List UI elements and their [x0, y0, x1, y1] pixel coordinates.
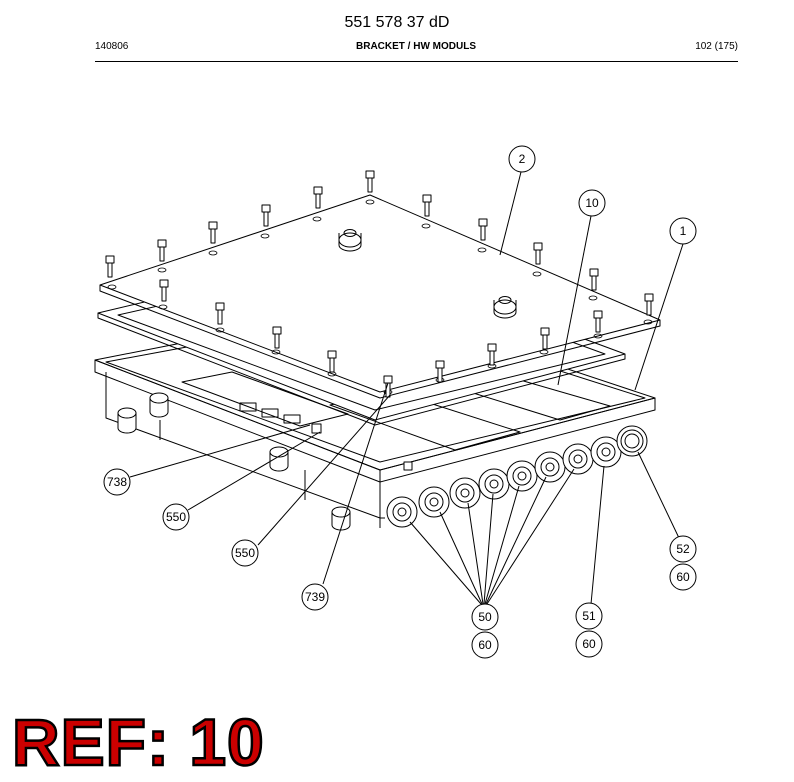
- svg-text:550: 550: [235, 546, 255, 560]
- page-number: 102 (175): [695, 41, 738, 52]
- callout-550-a: 550: [162, 503, 190, 531]
- svg-text:60: 60: [478, 638, 492, 652]
- svg-text:739: 739: [305, 590, 325, 604]
- svg-text:738: 738: [107, 475, 127, 489]
- svg-text:2: 2: [519, 152, 526, 166]
- callout-1: 1: [669, 217, 697, 245]
- callout-50: 50: [471, 603, 499, 631]
- screws: [105, 170, 654, 398]
- svg-text:51: 51: [582, 609, 596, 623]
- callout-10: 10: [578, 189, 606, 217]
- callout-52: 52: [669, 535, 697, 563]
- cable-glands: [386, 425, 648, 528]
- callout-51: 51: [575, 602, 603, 630]
- callout-2: 2: [508, 145, 536, 173]
- callout-60-b: 60: [471, 631, 499, 659]
- callout-60-c: 60: [575, 630, 603, 658]
- leader-lines: [129, 171, 684, 605]
- svg-text:1: 1: [680, 224, 687, 238]
- callout-60-a: 60: [669, 563, 697, 591]
- spacers: [117, 392, 413, 531]
- page-title: BRACKET / HW MODULS: [356, 41, 476, 52]
- date-code: 140806: [95, 41, 129, 52]
- cover-plate: [99, 194, 661, 399]
- svg-text:50: 50: [478, 610, 492, 624]
- header-rule: [95, 61, 738, 62]
- callout-550-b: 550: [231, 539, 259, 567]
- ref-label: REF: 10: [11, 704, 265, 781]
- document-number: 551 578 37 dD: [344, 14, 450, 31]
- svg-text:52: 52: [676, 542, 690, 556]
- svg-text:60: 60: [676, 570, 690, 584]
- svg-text:60: 60: [582, 637, 596, 651]
- svg-text:10: 10: [585, 196, 599, 210]
- callout-739: 739: [301, 583, 329, 611]
- svg-text:550: 550: [166, 510, 186, 524]
- callout-738: 738: [103, 468, 131, 496]
